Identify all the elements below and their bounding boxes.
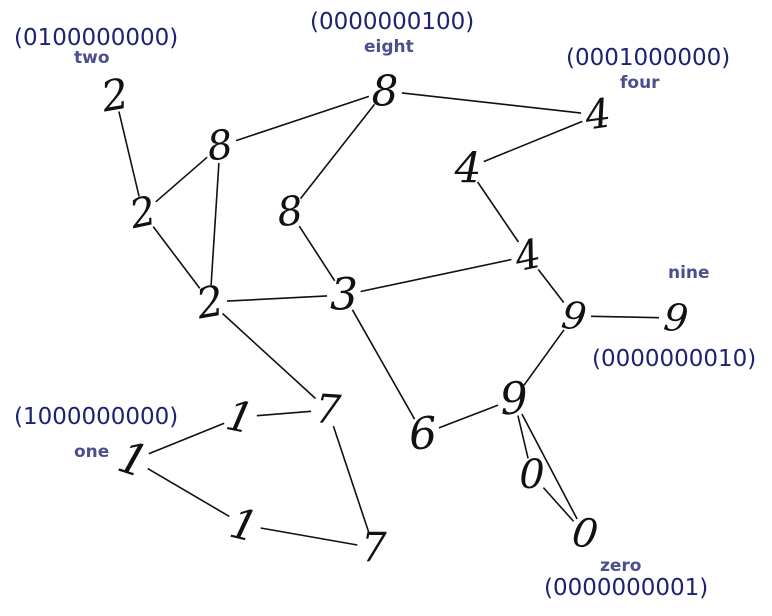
digit-node-eight_a: 8 (204, 121, 236, 170)
edge-six-nine_b (438, 404, 499, 429)
digit-node-zero_a: 0 (519, 452, 544, 498)
edge-four_top-four_b (483, 120, 583, 163)
zero-code: (0000000001) (544, 575, 708, 601)
digit-node-two_c: 2 (192, 276, 228, 329)
one-label: one (74, 442, 109, 462)
digit-node-one_a: 1 (222, 390, 258, 443)
digit-node-zero_bottom: 0 (569, 509, 601, 558)
edge-four_c-nine_a (537, 269, 565, 303)
edge-two_mid-two_c (152, 226, 201, 289)
digit-node-eight_b: 8 (275, 188, 305, 236)
edge-eight_top-four_top (401, 92, 582, 114)
digit-node-nine_b: 9 (498, 373, 529, 426)
digit-node-one_b: 1 (225, 498, 263, 552)
edge-two_top-two_mid (118, 111, 140, 197)
digit-node-nine_a: 9 (559, 293, 589, 340)
graph-edges (118, 92, 660, 546)
eight-code: (0000000100) (310, 9, 474, 35)
digit-node-four_b: 4 (454, 144, 482, 193)
two-label: two (74, 48, 110, 68)
edge-eight_b-three (298, 225, 336, 282)
digit-node-six: 6 (407, 408, 438, 461)
digit-node-three: 3 (330, 270, 358, 321)
edge-one_left-one_b (147, 467, 230, 518)
digit-node-eight_top: 8 (372, 67, 399, 116)
edge-eight_a-two_mid (155, 156, 208, 203)
digit-node-nine_right: 9 (662, 295, 691, 341)
nine-code: (0000000010) (592, 346, 756, 372)
edge-eight_top-eight_b (299, 103, 376, 200)
digit-node-two_mid: 2 (125, 188, 160, 238)
edge-one_b-seven_b (260, 527, 358, 546)
one-code: (1000000000) (14, 404, 178, 430)
digit-node-two_top: 2 (97, 69, 133, 122)
edge-four_b-four_c (476, 181, 520, 243)
four-label: four (620, 73, 660, 93)
two-code: (0100000000) (14, 25, 178, 51)
edge-seven_a-seven_b (332, 425, 370, 533)
edge-three-four_c (360, 258, 512, 293)
digit-node-one_left: 1 (112, 431, 154, 488)
zero-label: zero (600, 556, 642, 576)
edge-nine_b-zero_a (517, 415, 529, 459)
edge-nine_b-zero_bottom (521, 413, 578, 520)
edge-nine_a-nine_right (590, 315, 660, 319)
four-code: (0001000000) (566, 45, 730, 71)
edge-zero_a-zero_bottom (542, 487, 575, 522)
edge-eight_a-eight_top (235, 95, 370, 142)
digit-node-four_top: 4 (581, 90, 614, 139)
edge-three-six (351, 309, 416, 420)
edge-one_a-one_left (148, 422, 225, 455)
digit-node-seven_a: 7 (314, 386, 343, 434)
edge-two_c-seven_a (221, 312, 317, 400)
edge-one_a-seven_a (256, 410, 312, 417)
digit-node-four_c: 4 (510, 231, 545, 281)
digit-node-seven_b: 7 (361, 525, 387, 571)
nine-label: nine (668, 263, 710, 283)
edge-nine_a-nine_b (523, 329, 565, 386)
edge-two_c-three (226, 295, 328, 302)
eight-label: eight (364, 37, 414, 57)
edge-eight_a-two_c (210, 162, 220, 286)
